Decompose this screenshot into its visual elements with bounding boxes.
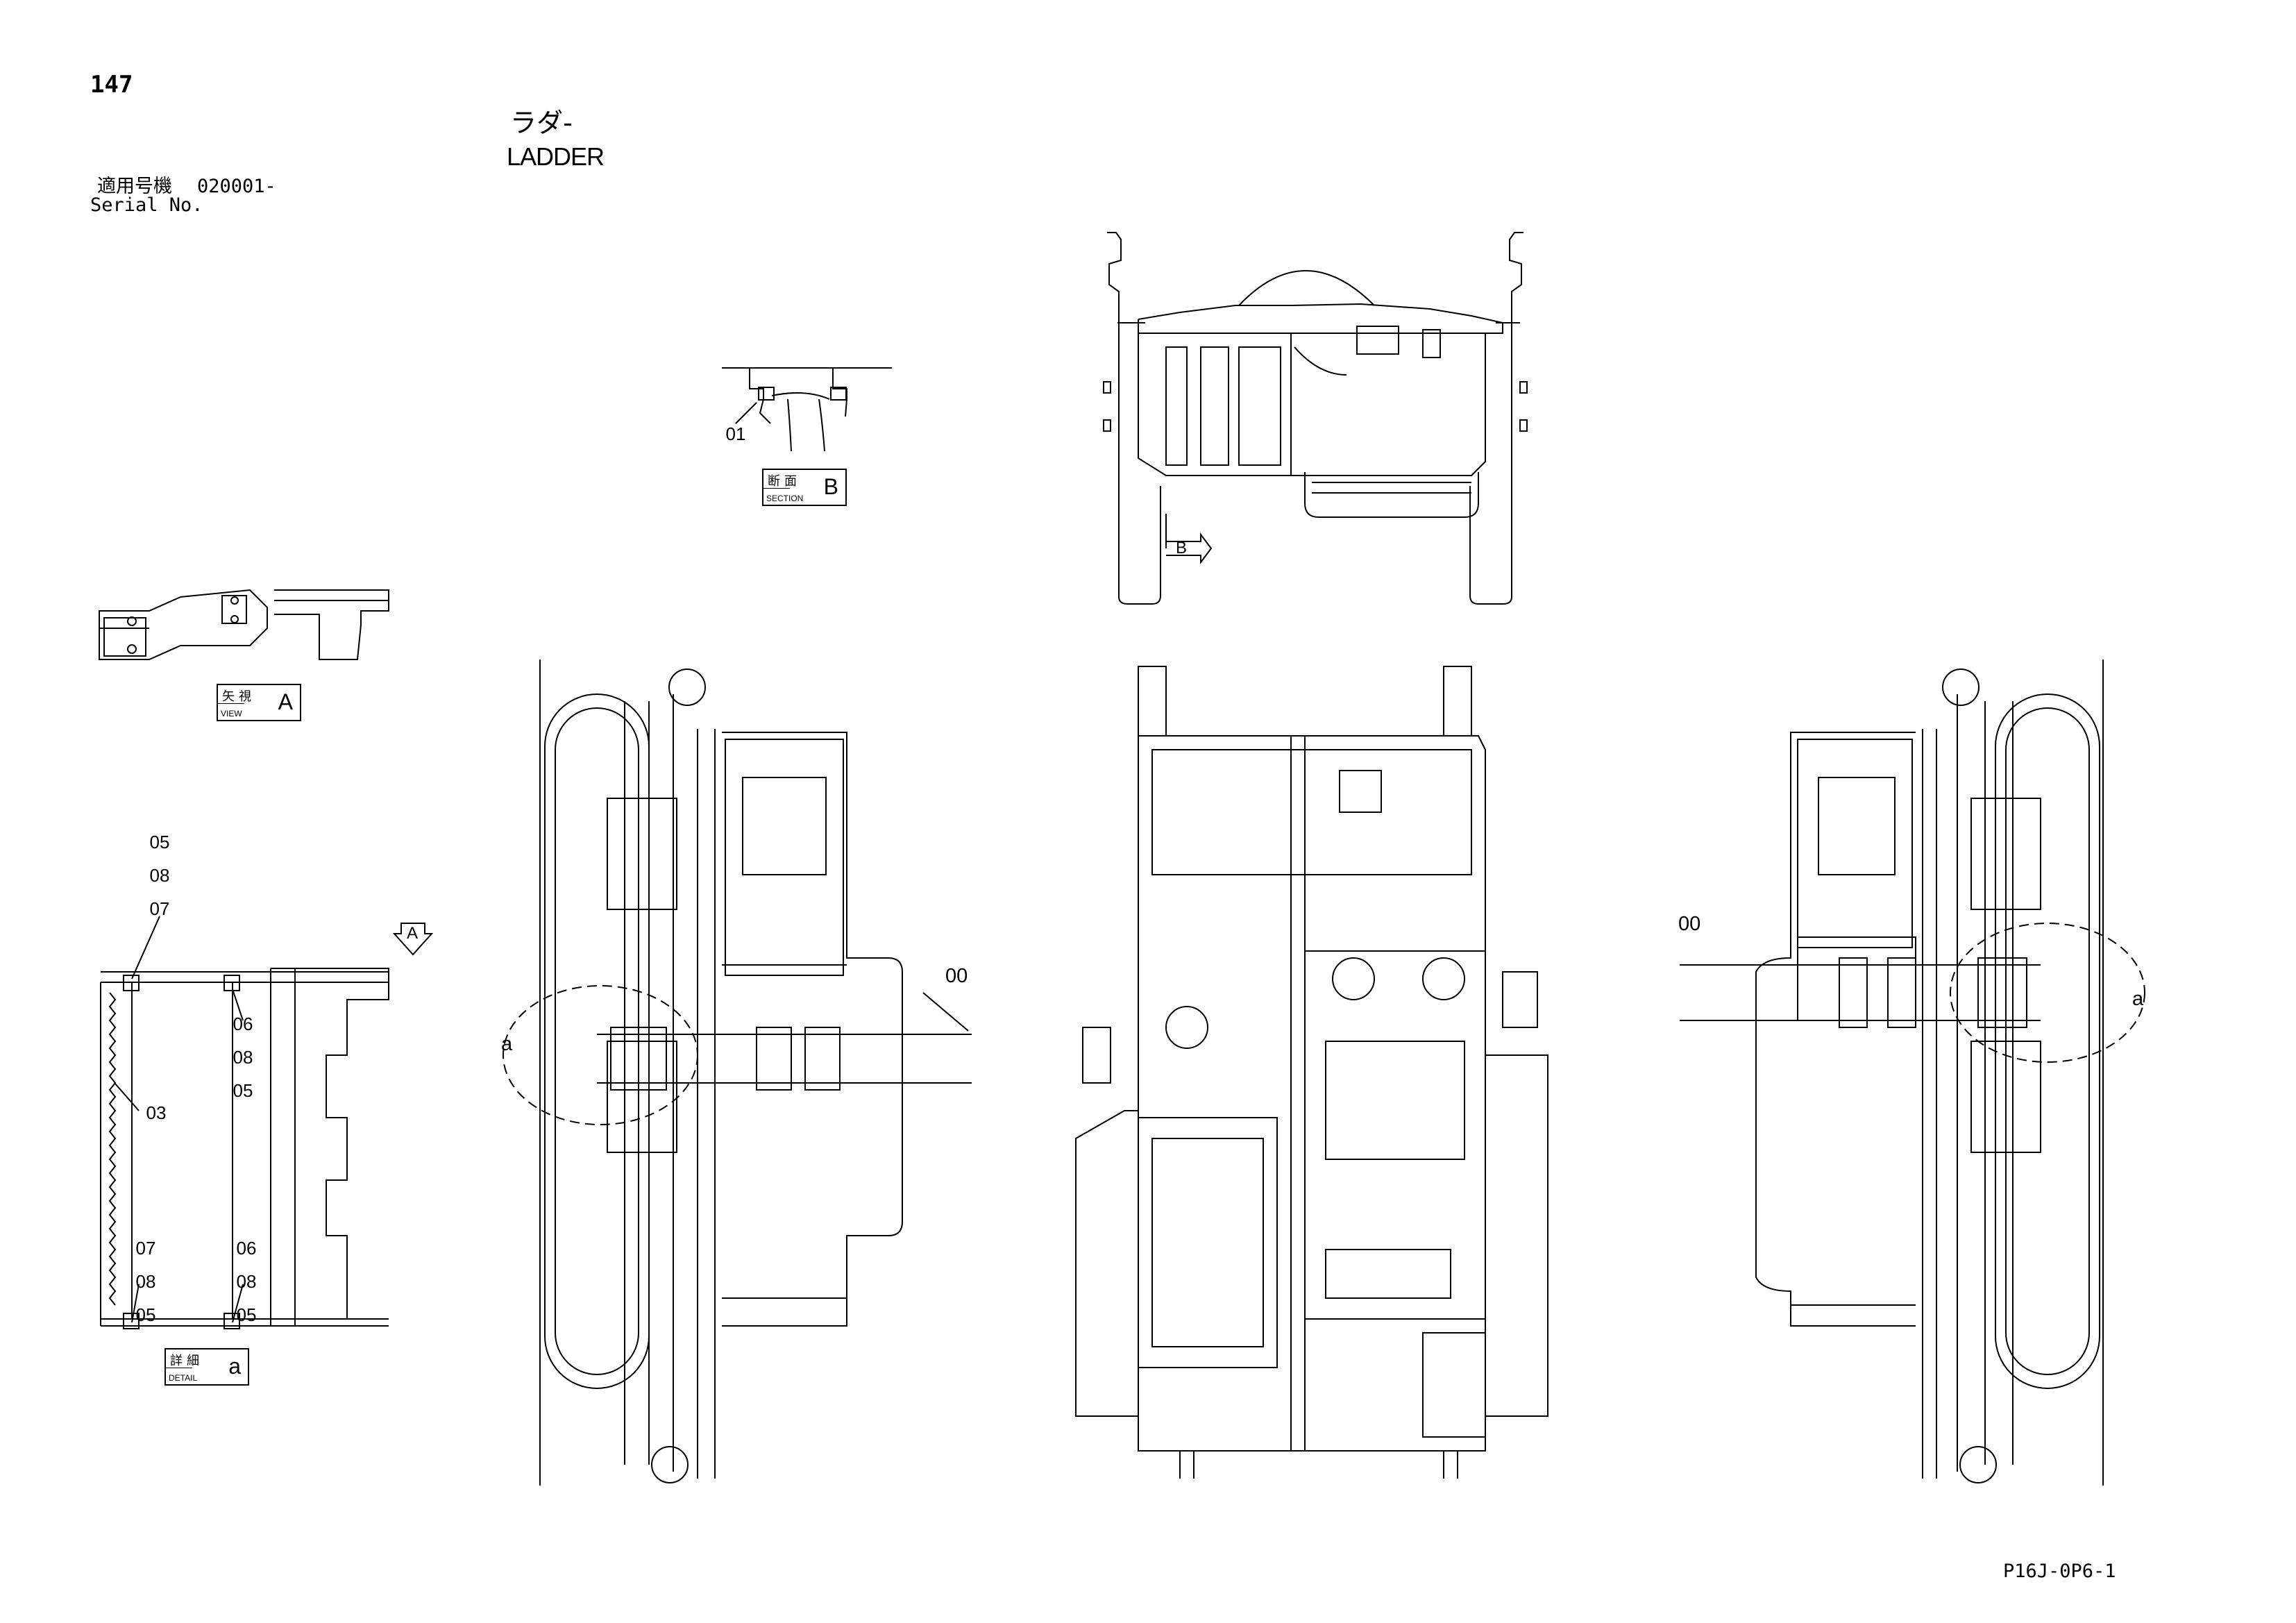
serial-label-english: Serial No. (90, 194, 203, 216)
top-view (1103, 232, 1528, 605)
detail-a-tag: 詳細 DETAIL a (164, 1348, 249, 1386)
callout-a-right: a (2132, 988, 2144, 1010)
section-b-detail (722, 367, 892, 452)
left-side-view (503, 659, 972, 1486)
view-a-tag-jp: 矢視 (222, 689, 255, 704)
serial-value: 020001- (197, 176, 276, 197)
serial-label-japanese: 適用号機 (97, 176, 172, 197)
document-id: P16J-0P6-1 (2003, 1561, 2116, 1582)
section-b-tag: 断面 SECTION B (762, 469, 847, 506)
callout-top-right-1: 06 (233, 1014, 253, 1034)
section-b-tag-en: SECTION (766, 494, 804, 503)
view-a-tag: 矢視 VIEW A (217, 684, 301, 721)
detail-a-drawing (100, 916, 389, 1329)
callout-00-left: 00 (945, 965, 968, 987)
section-b-arrow-letter: B (1176, 539, 1188, 557)
callout-step: 03 (146, 1102, 167, 1123)
callout-a-left: a (501, 1033, 513, 1055)
callout-bottom-right-3: 05 (236, 1304, 257, 1325)
title-english: LADDER (507, 142, 605, 171)
detail-a-tag-jp: 詳細 (170, 1354, 203, 1368)
detail-a-tag-letter: a (228, 1354, 241, 1379)
view-a-arrow-letter: A (407, 924, 419, 943)
section-b-tag-jp: 断面 (768, 474, 801, 489)
section-b-tag-letter: B (823, 474, 838, 499)
detail-a-tag-en: DETAIL (169, 1373, 198, 1383)
callout-top-left-2: 08 (149, 865, 170, 886)
callout-top-right-2: 08 (233, 1047, 253, 1068)
right-side-view (1680, 659, 2145, 1486)
title-japanese: ラダ- (510, 108, 573, 138)
callout-bottom-left-3: 05 (135, 1304, 156, 1325)
view-a-tag-letter: A (278, 689, 293, 714)
callout-top-right-3: 05 (233, 1080, 253, 1101)
callout-00-right: 00 (1678, 913, 1701, 935)
centre-plan-view (1075, 666, 1548, 1479)
view-a-tag-en: VIEW (221, 709, 242, 718)
page-number: 147 (90, 71, 133, 99)
view-a-detail (99, 589, 389, 660)
view-a-arrow (392, 923, 434, 956)
callout-01: 01 (725, 423, 746, 444)
callout-bottom-right-1: 06 (236, 1238, 257, 1259)
section-b-arrow (1166, 532, 1213, 564)
callout-bottom-left-1: 07 (135, 1238, 156, 1259)
callout-top-left-1: 05 (149, 832, 170, 852)
callout-top-left-3: 07 (149, 898, 170, 919)
callout-bottom-left-2: 08 (135, 1271, 156, 1292)
callout-bottom-right-2: 08 (236, 1271, 257, 1292)
